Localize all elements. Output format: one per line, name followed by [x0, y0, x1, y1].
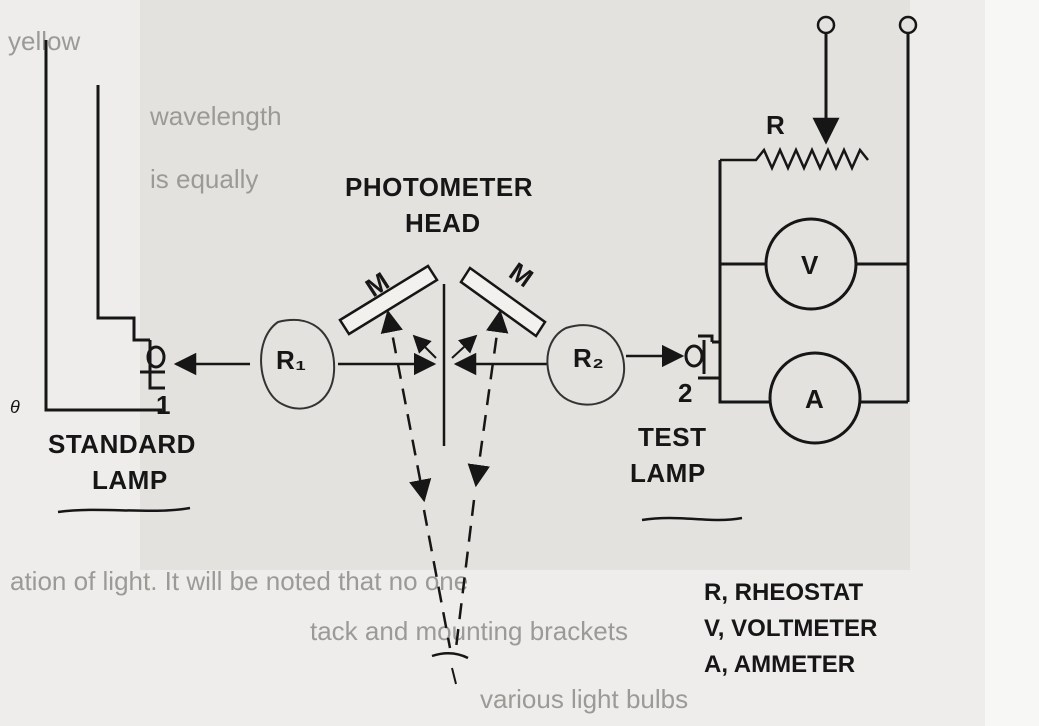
mirror-right [459, 266, 547, 338]
right-margin [985, 0, 1039, 726]
bleed-text-4: ation of light. It will be noted that no… [10, 566, 468, 596]
legend-voltmeter: V, VOLTMETER [704, 615, 877, 642]
standard-lamp-base [148, 340, 165, 390]
rheostat [720, 146, 869, 172]
standard-lamp-bulb [146, 345, 166, 369]
bleed-text-1: yellow [8, 26, 80, 56]
bleed-text-3: is equally [150, 164, 258, 194]
observer-eye [431, 652, 469, 660]
eye-line-left [422, 509, 452, 649]
bleed-text-2: wavelength [149, 101, 282, 131]
voltmeter [764, 217, 858, 311]
observer-mark [451, 667, 457, 685]
standard-lamp-number: 1 [156, 390, 171, 420]
standard-lamp-stand-outer [44, 40, 162, 412]
test-lamp-socket [698, 334, 714, 380]
sight-line-right [467, 309, 509, 488]
margin-mark: θ [10, 397, 20, 417]
lamp-leads [712, 340, 720, 380]
mirror-left [338, 264, 439, 336]
ammeter [768, 351, 862, 445]
standard-lamp-label-2: LAMP [92, 465, 168, 495]
test-lamp-label-1: TEST [638, 422, 706, 452]
photometer-head-label-1: PHOTOMETER [345, 172, 533, 202]
r1-label: R₁ [276, 345, 307, 375]
rheostat-symbol: R [766, 110, 785, 140]
terminal-right [898, 15, 918, 35]
test-lamp-bulb [684, 344, 704, 368]
circuit-left-rail [718, 160, 770, 404]
standard-lamp-underline [57, 506, 191, 514]
terminal-left [816, 15, 836, 35]
test-lamp-label-2: LAMP [630, 458, 706, 488]
r2-circle [546, 324, 626, 406]
standard-lamp-stand-inner [96, 85, 150, 342]
legend-ammeter: A, AMMETER [704, 651, 855, 678]
ammeter-symbol: A [805, 384, 824, 414]
photometer-head-label-2: HEAD [405, 208, 481, 238]
bleed-text-5: tack and mounting brackets [310, 616, 628, 646]
voltmeter-symbol: V [801, 250, 819, 280]
r2-label: R₂ [573, 343, 604, 373]
test-lamp-number: 2 [678, 378, 693, 408]
standard-lamp-label-1: STANDARD [48, 429, 196, 459]
r1-circle [260, 319, 336, 410]
bleed-text-6: various light bulbs [480, 684, 688, 714]
test-lamp-underline [641, 516, 743, 522]
legend-rheostat: R, RHEOSTAT [704, 579, 863, 606]
sight-line-left [380, 309, 432, 503]
photo-panel-shade [140, 0, 910, 570]
